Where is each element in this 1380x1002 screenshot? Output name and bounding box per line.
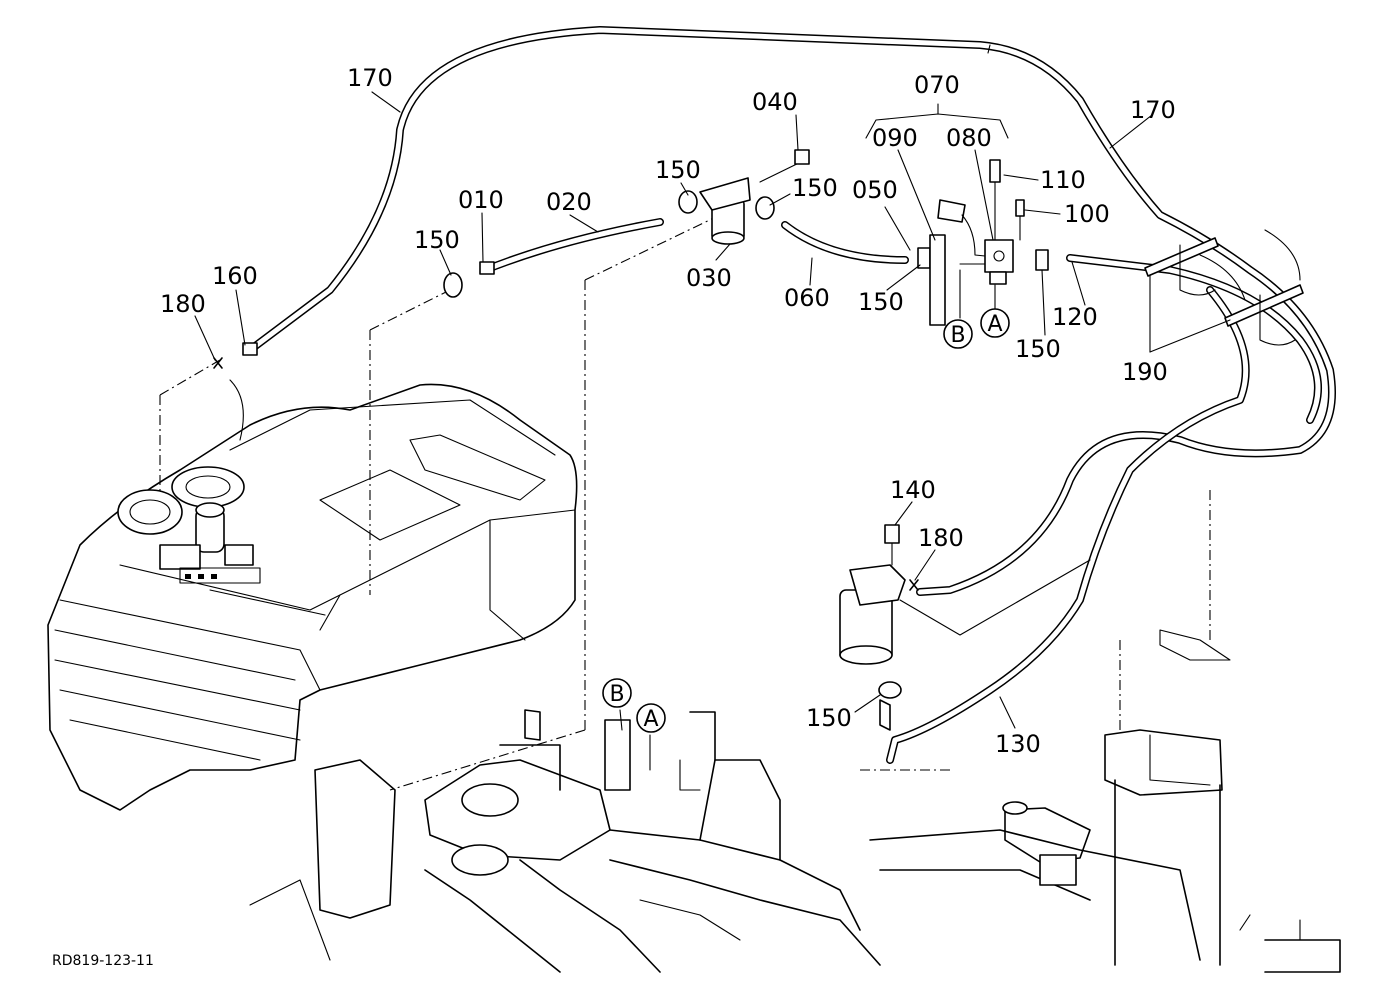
- marker-a-top: A: [980, 308, 1010, 338]
- routing-lines: [159, 214, 1211, 791]
- part-label-050: 050: [852, 176, 898, 204]
- connection-markers: B A B A: [602, 308, 1010, 733]
- part-label-180-a: 180: [160, 290, 206, 318]
- part-labels: 170 170 040 070 090 080 110 100 150 150 …: [160, 64, 1176, 758]
- return-hose-170: [246, 26, 1336, 596]
- part-label-180-b: 180: [918, 524, 964, 552]
- part-label-150-e: 150: [1015, 335, 1061, 363]
- part-label-010: 010: [458, 186, 504, 214]
- part-label-150-a: 150: [655, 156, 701, 184]
- marker-b-bottom: B: [602, 678, 632, 708]
- drawing-reference: RD819-123-11: [52, 953, 154, 969]
- part-label-190: 190: [1122, 358, 1168, 386]
- part-label-090: 090: [872, 124, 918, 152]
- marker-a-bottom: A: [636, 703, 666, 733]
- part-label-020: 020: [546, 188, 592, 216]
- fuel-pump-080: [929, 159, 1025, 326]
- hose-holders-190: [1144, 237, 1304, 346]
- part-label-170-right: 170: [1130, 96, 1176, 124]
- feed-hoses: [481, 218, 1322, 764]
- svg-text:A: A: [643, 707, 658, 732]
- part-label-150-f: 150: [806, 704, 852, 732]
- part-label-160: 160: [212, 262, 258, 290]
- part-label-040: 040: [752, 88, 798, 116]
- part-label-030: 030: [686, 264, 732, 292]
- part-label-080: 080: [946, 124, 992, 152]
- part-label-130: 130: [995, 730, 1041, 758]
- svg-text:A: A: [987, 312, 1002, 337]
- part-label-150-c: 150: [414, 226, 460, 254]
- hose-clamps: [213, 190, 1049, 699]
- part-label-070: 070: [914, 71, 960, 99]
- part-label-140: 140: [890, 476, 936, 504]
- svg-text:B: B: [950, 323, 965, 348]
- leader-lines: [194, 91, 1231, 771]
- fuel-filter-030: [699, 149, 810, 245]
- fuel-tank: [47, 379, 578, 811]
- part-label-120: 120: [1052, 303, 1098, 331]
- water-separator: [839, 524, 1091, 731]
- marker-b-top: B: [943, 319, 973, 349]
- part-label-170-left: 170: [347, 64, 393, 92]
- part-label-150-d: 150: [858, 288, 904, 316]
- machine-frame: [249, 629, 1341, 973]
- part-label-150-b: 150: [792, 174, 838, 202]
- part-label-100: 100: [1064, 200, 1110, 228]
- svg-text:B: B: [609, 682, 624, 707]
- part-label-110: 110: [1040, 166, 1086, 194]
- part-label-060: 060: [784, 284, 830, 312]
